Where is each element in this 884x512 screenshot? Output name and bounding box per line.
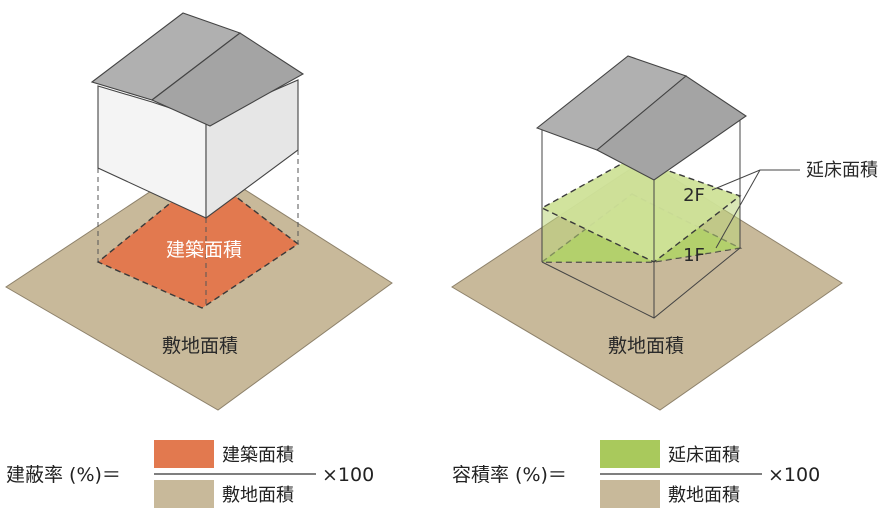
left-illustration: 建築面積 敷地面積: [5, 12, 393, 411]
formula-right-denominator-swatch: [600, 480, 660, 508]
right-base-outline: [541, 247, 741, 319]
formula-left-numerator-swatch: [154, 440, 214, 468]
right-site-ground: [451, 159, 843, 411]
right-site-area-label: 敷地面積: [608, 335, 684, 357]
formula-right-numerator: 延床面積: [668, 445, 740, 466]
left-building-footprint: [96, 173, 300, 309]
formula-right-multiplier: ×100: [768, 464, 820, 486]
formula-building-coverage: 建蔽率 (%)＝ 建築面積 敷地面積 ×100: [6, 440, 374, 508]
left-building-area-label: 建築面積: [166, 239, 242, 261]
right-illustration: 2F 1F 延床面積 敷地面積: [451, 55, 878, 411]
formula-left-denominator: 敷地面積: [222, 485, 294, 506]
formula-right-name: 容積率 (%)＝: [452, 464, 567, 486]
right-floor-2f-label: 2F: [683, 185, 705, 206]
formula-left-multiplier: ×100: [322, 464, 374, 486]
right-callout-line: [715, 169, 761, 249]
right-floor-1f-label: 1F: [683, 245, 705, 266]
right-callout-label: 延床面積: [806, 160, 878, 181]
formula-left-denominator-swatch: [154, 480, 214, 508]
right-callout-line: [711, 169, 800, 191]
left-house-roof-right: [150, 32, 305, 127]
formula-left-numerator: 建築面積: [222, 445, 294, 466]
formula-floor-area-ratio: 容積率 (%)＝ 延床面積 敷地面積 ×100: [452, 440, 820, 508]
right-house-roof-right: [596, 75, 747, 181]
left-site-area-label: 敷地面積: [162, 335, 238, 357]
formula-right-numerator-swatch: [600, 440, 660, 468]
formula-left-name: 建蔽率 (%)＝: [6, 464, 121, 486]
formula-right-denominator: 敷地面積: [668, 485, 740, 506]
